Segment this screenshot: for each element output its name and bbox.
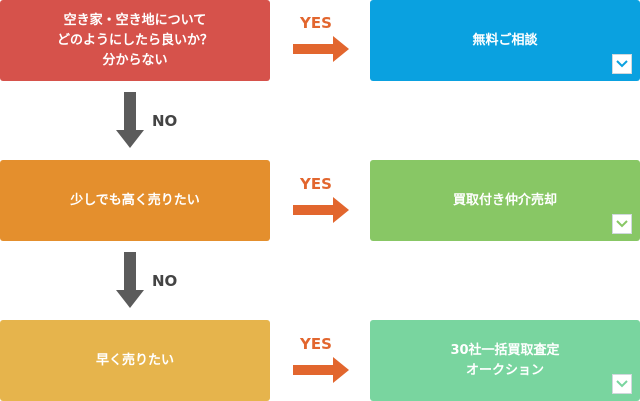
yes-label-2: YES [300,175,332,193]
yes-label-3: YES [300,335,332,353]
question-box-1: 空き家・空き地について どのようにしたら良いか？ 分からない [0,0,270,81]
answer-button-free-consultation[interactable]: 無料ご相談 [370,0,640,81]
chevron-down-icon[interactable] [612,214,632,234]
no-label-2: NO [152,272,178,290]
yes-arrow-icon [293,36,349,62]
no-arrow-icon [116,252,144,308]
answer-text-1: 無料ご相談 [472,32,538,48]
no-arrow-icon [116,92,144,148]
question-text-3: 早く売りたい [95,352,174,368]
answer-text-3: 30社一括買取査定 オークション [450,342,560,378]
yes-arrow-icon [293,357,349,383]
question-box-2: 少しでも高く売りたい [0,160,270,241]
answer-button-auction[interactable]: 30社一括買取査定 オークション [370,320,640,401]
answer-text-2: 買取付き仲介売却 [452,192,557,208]
chevron-down-icon[interactable] [612,54,632,74]
chevron-down-icon[interactable] [612,374,632,394]
answer-button-brokerage-sale[interactable]: 買取付き仲介売却 [370,160,640,241]
yes-label-1: YES [300,14,332,32]
question-box-3: 早く売りたい [0,320,270,401]
question-text-2: 少しでも高く売りたい [70,192,200,208]
question-text-1: 空き家・空き地について どのようにしたら良いか？ 分からない [56,12,213,68]
no-label-1: NO [152,112,178,130]
yes-arrow-icon [293,197,349,223]
